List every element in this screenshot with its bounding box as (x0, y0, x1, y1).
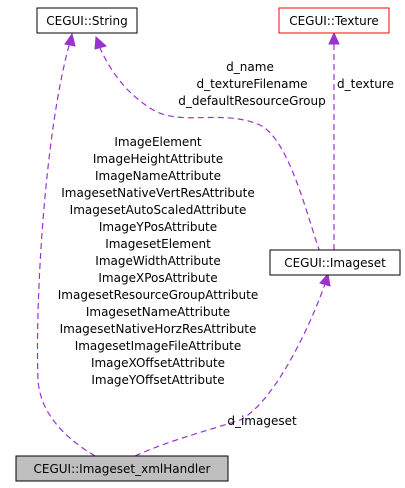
edge-label: ImageWidthAttribute (95, 254, 220, 268)
edge-handler-to-string (36, 41, 96, 457)
edge-label: ImagesetNativeHorzResAttribute (60, 322, 257, 336)
edge-handler-to-imageset (134, 283, 326, 457)
edge-label: ImageXPosAttribute (98, 271, 217, 285)
edge-label: ImageYOffsetAttribute (91, 373, 224, 387)
edge-handler-to-string-arrowhead (64, 32, 76, 47)
edge-label: ImagesetNativeVertResAttribute (61, 186, 255, 200)
node-cegui-imageset[interactable]: CEGUI::Imageset (269, 249, 401, 276)
edge-label: ImagesetNameAttribute (86, 305, 230, 319)
label-group-imageset-string: d_name d_textureFilename d_defaultResour… (178, 60, 325, 108)
edge-label: ImageHeightAttribute (93, 152, 223, 166)
edge-label-d-texture: d_texture (337, 77, 394, 91)
edge-label: ImagesetImageFileAttribute (75, 339, 242, 353)
edge-label: ImageElement (114, 135, 202, 149)
edge-label-d-imageset: d_imageset (227, 414, 297, 428)
edge-label: ImagesetResourceGroupAttribute (58, 288, 258, 302)
node-cegui-string[interactable]: CEGUI::String (36, 7, 138, 34)
edge-texture-to-imageset-arrowhead (328, 31, 340, 45)
edge-label: ImageYPosAttribute (99, 220, 217, 234)
node-label: CEGUI::String (46, 14, 127, 28)
node-cegui-imageset-xmlhandler[interactable]: CEGUI::Imageset_xmlHandler (15, 455, 229, 482)
label-group-handler-string: ImageElement ImageHeightAttribute ImageN… (58, 135, 258, 387)
node-cegui-texture[interactable]: CEGUI::Texture (278, 7, 390, 34)
node-label: CEGUI::Imageset (284, 256, 386, 270)
edge-label: d_defaultResourceGroup (178, 94, 325, 108)
edge-label: d_name (226, 60, 274, 74)
edge-label: ImageXOffsetAttribute (91, 356, 225, 370)
edge-label: ImagesetAutoScaledAttribute (70, 203, 247, 217)
node-label: CEGUI::Imageset_xmlHandler (34, 462, 211, 476)
edge-handler-to-imageset-arrowhead (319, 272, 331, 287)
node-label: CEGUI::Texture (289, 14, 379, 28)
edge-label: ImagesetElement (105, 237, 211, 251)
edge-imageset-to-string (99, 47, 321, 253)
edge-label: ImageNameAttribute (95, 169, 221, 183)
edge-imageset-to-string-arrowhead (94, 35, 108, 50)
edge-label: d_textureFilename (196, 77, 307, 91)
